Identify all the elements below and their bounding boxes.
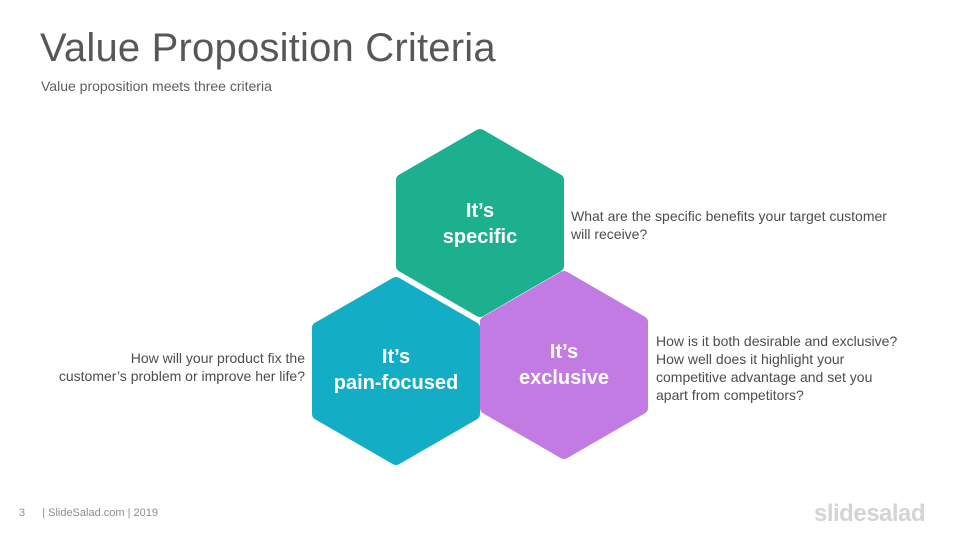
description-specific-line: will receive? <box>571 226 648 242</box>
hexagon-exclusive-line-2: exclusive <box>518 367 610 389</box>
hexagon-specific-label: It’s specific <box>405 198 555 250</box>
description-exclusive-line: apart from competitors? <box>656 387 804 403</box>
description-specific-line: What are the specific benefits your targ… <box>571 208 887 224</box>
footer-credit: | SlideSalad.com | 2019 <box>42 507 158 519</box>
page-title: Value Proposition Criteria <box>40 26 496 70</box>
description-pain-focused: How will your product fix the customer’s… <box>59 349 305 385</box>
hexagon-exclusive <box>480 271 648 459</box>
description-exclusive-line: How is it both desirable and exclusive? <box>656 333 898 349</box>
hexagon-exclusive-label: It’s exclusive <box>489 339 639 391</box>
hexagon-pain-focused-label: It’s pain-focused <box>321 344 471 396</box>
hexagon-exclusive-line-1: It’s <box>549 341 579 363</box>
hexagon-specific-line-1: It’s <box>465 200 495 222</box>
hexagon-specific-line-2: specific <box>442 226 518 248</box>
description-pain-focused-line: customer’s problem or improve her life? <box>58 368 305 384</box>
hexagon-pain-focused-line-2: pain-focused <box>333 372 459 394</box>
description-exclusive: How is it both desirable and exclusive? … <box>656 332 897 404</box>
page-subtitle: Value proposition meets three criteria <box>41 78 272 94</box>
hexagon-pain-focused-line-1: It’s <box>381 346 411 368</box>
description-exclusive-line: How well does it highlight your <box>656 351 845 367</box>
footer: 3 | SlideSalad.com | 2019 <box>19 507 158 519</box>
description-pain-focused-line: How will your product fix the <box>130 350 305 366</box>
page-number: 3 <box>19 507 26 519</box>
description-exclusive-line: competitive advantage and set you <box>656 369 873 385</box>
slidesalad-logo: slidesalad <box>814 500 926 527</box>
hexagon-specific <box>396 129 564 317</box>
description-specific: What are the specific benefits your targ… <box>571 207 887 243</box>
hexagon-pain-focused <box>312 277 480 465</box>
